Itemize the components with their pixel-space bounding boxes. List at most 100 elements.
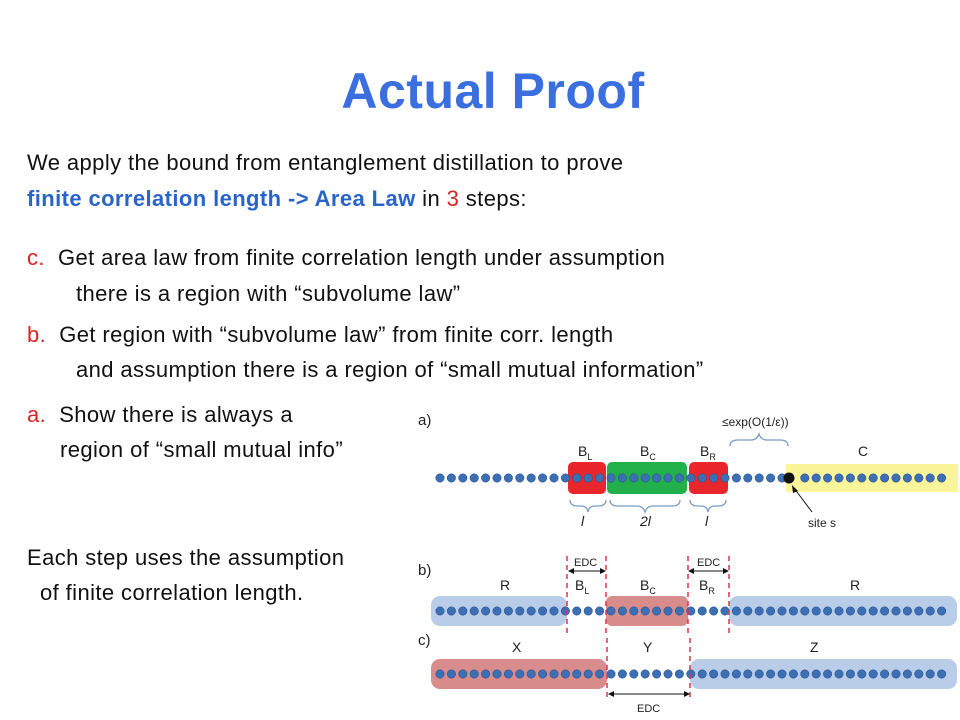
site-dot bbox=[914, 606, 924, 616]
site-dot bbox=[629, 473, 639, 483]
step-b-text: Get region with “subvolume law” from fin… bbox=[59, 322, 614, 347]
site-dot bbox=[857, 473, 867, 483]
site-dot bbox=[743, 606, 753, 616]
site-dot bbox=[925, 669, 935, 679]
label-br-b: BR bbox=[699, 577, 715, 596]
site-dot bbox=[811, 473, 821, 483]
site-dot bbox=[606, 606, 616, 616]
site-dot bbox=[481, 606, 491, 616]
site-dot bbox=[891, 669, 901, 679]
site-dot bbox=[674, 606, 684, 616]
site-dot bbox=[595, 669, 605, 679]
site-arrow-head bbox=[792, 485, 798, 493]
label-l2: l bbox=[705, 513, 709, 529]
panel-a-tag: a) bbox=[418, 412, 431, 429]
site-dot bbox=[458, 606, 468, 616]
site-dot bbox=[834, 669, 844, 679]
label-x: X bbox=[512, 639, 522, 655]
site-dot bbox=[743, 669, 753, 679]
site-dot bbox=[606, 669, 616, 679]
label-bc-b: BC bbox=[640, 577, 656, 596]
label-site: site s bbox=[808, 516, 836, 530]
step-c-line-2: there is a region with “subvolume law” bbox=[76, 281, 461, 306]
site-dot bbox=[583, 473, 593, 483]
site-dot bbox=[880, 473, 890, 483]
site-dot bbox=[458, 473, 468, 483]
site-dot bbox=[526, 669, 536, 679]
site-dot bbox=[583, 669, 593, 679]
site-dot bbox=[709, 606, 719, 616]
step-b-label: b. bbox=[27, 322, 47, 347]
site-dot bbox=[572, 473, 582, 483]
site-dot bbox=[640, 606, 650, 616]
site-dot bbox=[880, 606, 890, 616]
site-dot bbox=[549, 669, 559, 679]
site-dot bbox=[777, 669, 787, 679]
site-dot bbox=[492, 669, 502, 679]
site-dot bbox=[902, 669, 912, 679]
site-dot bbox=[800, 669, 810, 679]
site-dot bbox=[720, 606, 730, 616]
step-c-text: Get area law from finite correlation len… bbox=[57, 245, 666, 270]
label-2l: 2l bbox=[639, 513, 652, 529]
site-dot bbox=[446, 669, 456, 679]
site-dot bbox=[515, 473, 525, 483]
site-dot bbox=[868, 669, 878, 679]
intro-count: 3 bbox=[446, 186, 460, 211]
site-dot bbox=[857, 606, 867, 616]
site-dot bbox=[731, 473, 741, 483]
site-dot bbox=[823, 606, 833, 616]
site-dot bbox=[731, 669, 741, 679]
site-dot bbox=[640, 669, 650, 679]
site-dot bbox=[811, 606, 821, 616]
site-dot bbox=[538, 669, 548, 679]
site-dot bbox=[674, 669, 684, 679]
site-dot bbox=[880, 669, 890, 679]
site-dot bbox=[538, 606, 548, 616]
site-dot bbox=[629, 669, 639, 679]
site-dot bbox=[697, 669, 707, 679]
step-a-line-2: region of “small mutual info” bbox=[60, 437, 344, 462]
site-dot bbox=[937, 606, 947, 616]
site-dot bbox=[572, 606, 582, 616]
site-dot bbox=[800, 606, 810, 616]
label-y: Y bbox=[643, 639, 653, 655]
brace-exp bbox=[729, 431, 789, 447]
site-dot bbox=[503, 669, 513, 679]
site-dot bbox=[583, 606, 593, 616]
label-br-a: BR bbox=[700, 443, 716, 462]
site-dot bbox=[503, 606, 513, 616]
site-dot bbox=[754, 669, 764, 679]
site-dot bbox=[788, 606, 798, 616]
chain-a bbox=[435, 473, 947, 483]
site-dot bbox=[435, 606, 445, 616]
site-dot bbox=[560, 669, 570, 679]
label-bc-a: BC bbox=[640, 443, 656, 462]
site-arrow-line bbox=[793, 487, 813, 513]
intro-line-2: finite correlation length -> Area Law in… bbox=[27, 186, 527, 212]
site-dot bbox=[469, 669, 479, 679]
step-a-label: a. bbox=[27, 402, 47, 427]
site-dot bbox=[902, 606, 912, 616]
site-dot bbox=[595, 473, 605, 483]
site-dot bbox=[606, 473, 616, 483]
label-edc-b-1: EDC bbox=[574, 557, 597, 569]
site-dot bbox=[891, 473, 901, 483]
site-dot bbox=[549, 606, 559, 616]
site-dot bbox=[754, 473, 764, 483]
panel-c-tag: c) bbox=[418, 632, 431, 649]
step-a-text: Show there is always a bbox=[59, 402, 293, 427]
site-dot bbox=[697, 606, 707, 616]
site-dot bbox=[595, 606, 605, 616]
intro-steps: steps: bbox=[459, 186, 527, 211]
site-dot bbox=[720, 669, 730, 679]
site-dot bbox=[492, 473, 502, 483]
label-r-left: R bbox=[500, 577, 510, 593]
step-a-line-1: a. Show there is always a bbox=[27, 402, 293, 428]
step-c-line-1: c. Get area law from finite correlation … bbox=[27, 245, 665, 271]
site-dot bbox=[868, 606, 878, 616]
site-dot bbox=[845, 473, 855, 483]
site-dot bbox=[503, 473, 513, 483]
label-r-right: R bbox=[850, 577, 860, 593]
site-dot bbox=[925, 473, 935, 483]
